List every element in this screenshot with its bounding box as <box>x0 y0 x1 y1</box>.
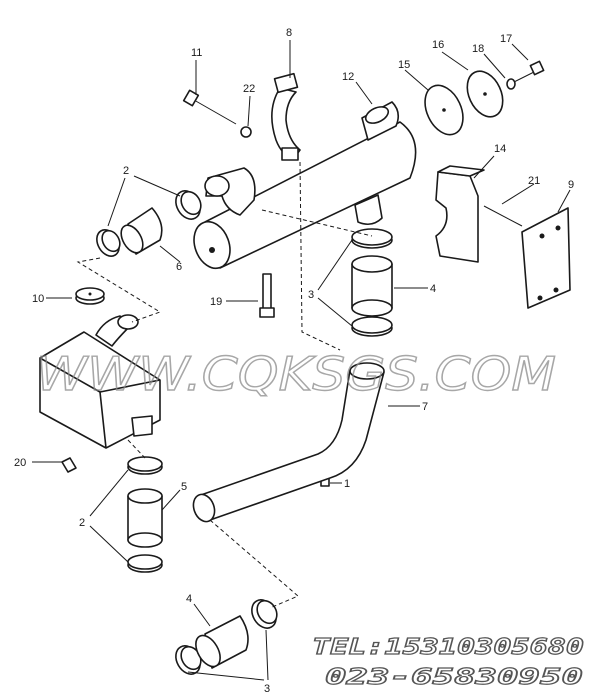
clamp-ring-lower-top <box>127 456 163 475</box>
callout-7: 7 <box>422 401 428 413</box>
filler-cap-dot <box>88 292 92 296</box>
expansion-housing <box>39 314 161 449</box>
callout-19: 19 <box>210 296 222 308</box>
callout-11: 11 <box>191 47 202 59</box>
vertical-bolt <box>259 273 275 318</box>
sleeve-lower <box>127 488 163 548</box>
callout-5: 5 <box>181 481 187 493</box>
callout-6: 6 <box>176 261 182 273</box>
clamp-ring-lower-bottom <box>127 554 163 573</box>
assembly-guide-lines <box>76 161 373 609</box>
cover-center-dot <box>483 92 487 96</box>
callout-4-upper: 4 <box>430 283 436 295</box>
watermark-text: WWW.CQKSGS.COM <box>36 347 556 401</box>
callout-12: 12 <box>342 71 354 83</box>
callout-14: 14 <box>494 143 506 155</box>
callout-leader-lines <box>32 40 571 681</box>
callout-1: 1 <box>344 478 350 490</box>
clamp-ring-right-top <box>351 228 393 249</box>
callout-16: 16 <box>432 39 444 51</box>
sleeve-right <box>351 255 393 317</box>
long-bolt <box>182 89 237 125</box>
callout-21: 21 <box>528 175 540 187</box>
callout-2-lower: 2 <box>79 517 85 529</box>
callout-2-upper: 2 <box>123 165 129 177</box>
gasket-center-dot <box>442 108 446 112</box>
lock-washer <box>240 126 252 138</box>
bracket-block <box>435 165 485 263</box>
muffler-body <box>193 101 417 270</box>
clamp-ring-upper-left <box>96 229 121 257</box>
callout-numbers: 11 8 22 12 15 16 18 17 14 21 9 2 6 10 19… <box>14 27 574 695</box>
mounting-plate <box>521 207 571 309</box>
callout-4-lower: 4 <box>186 593 192 605</box>
contact-phone: 023-65830950 <box>325 665 583 690</box>
contact-telephone: TEL:15310305680 <box>312 635 584 660</box>
clamp-ring-upper <box>175 190 202 220</box>
callout-9: 9 <box>568 179 574 191</box>
callout-18: 18 <box>472 43 484 55</box>
callout-3-lower: 3 <box>264 683 270 695</box>
sleeve-bottom <box>195 615 249 669</box>
callout-15: 15 <box>398 59 410 71</box>
callout-22: 22 <box>243 83 255 95</box>
callout-3-upper: 3 <box>308 289 314 301</box>
stud <box>483 205 523 227</box>
fastener-clip <box>61 457 77 473</box>
sleeve-upper <box>120 207 163 255</box>
callout-10: 10 <box>32 293 44 305</box>
clamp-ring-right-bottom <box>351 316 393 337</box>
callout-17: 17 <box>500 33 512 45</box>
hex-bolt-small <box>513 60 545 83</box>
clamp-ring-bottom-left <box>175 645 202 675</box>
clamp-ring-bottom-right <box>251 599 278 629</box>
washer-small <box>506 78 516 90</box>
callout-8: 8 <box>286 27 292 39</box>
callout-20: 20 <box>14 457 26 469</box>
mounting-clamp <box>271 72 301 161</box>
